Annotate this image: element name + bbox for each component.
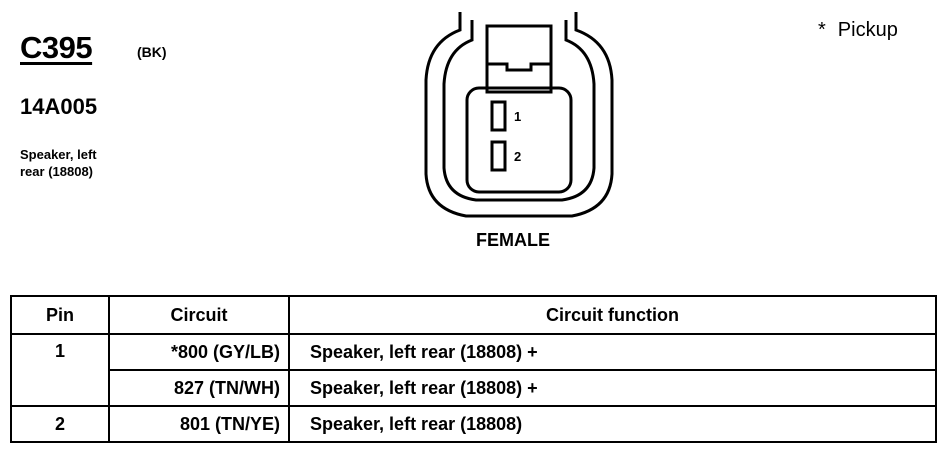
circuit-cell: *800 (GY/LB)	[108, 333, 290, 371]
pin-cell: 1	[10, 333, 110, 407]
circuit-function-cell: Speaker, left rear (18808) +	[288, 333, 937, 371]
description-line-1: Speaker, left	[20, 147, 97, 162]
locking-tab	[485, 24, 553, 94]
circuit-cell: 827 (TN/WH)	[108, 369, 290, 407]
pin-cell: 2	[10, 405, 110, 443]
note-symbol: *	[818, 19, 826, 41]
table-row: 827 (TN/WH) Speaker, left rear (18808) +	[11, 369, 937, 407]
table-row: 2 801 (TN/YE) Speaker, left rear (18808)	[10, 405, 937, 443]
part-number: 14A005	[20, 94, 98, 119]
connector-color-code: (BK)	[137, 44, 167, 60]
circuit-function-cell: Speaker, left rear (18808) +	[288, 369, 937, 407]
pickup-note: * Pickup	[818, 19, 898, 42]
connector-outer-housing	[424, 12, 614, 218]
table-header-row: Pin Circuit Circuit function	[10, 295, 937, 335]
connector-id: C395	[20, 30, 93, 65]
pin-2-terminal	[490, 140, 507, 172]
circuit-cell: 801 (TN/YE)	[108, 405, 290, 443]
table-row: 1 *800 (GY/LB) Speaker, left rear (18808…	[10, 333, 937, 407]
connector-inner-housing	[442, 20, 596, 202]
connector-description: Speaker, left rear (18808)	[20, 146, 180, 180]
terminal-cavity-block	[465, 86, 573, 194]
pinout-table: Pin Circuit Circuit function 1 *800 (GY/…	[10, 295, 937, 443]
header-circuit-function: Circuit function	[288, 295, 937, 335]
note-text: Pickup	[837, 19, 898, 41]
pin-1-label: 1	[514, 109, 521, 124]
connector-face-diagram: 1 2	[424, 12, 614, 218]
header-circuit: Circuit	[108, 295, 290, 335]
circuit-function-cell: Speaker, left rear (18808)	[288, 405, 937, 443]
header-pin: Pin	[10, 295, 110, 335]
connector-gender-label: FEMALE	[476, 230, 550, 250]
description-line-2: rear (18808)	[20, 164, 93, 179]
pin-2-label: 2	[514, 149, 521, 164]
pin-1-terminal	[490, 100, 507, 132]
locking-tab-notch	[487, 62, 551, 72]
